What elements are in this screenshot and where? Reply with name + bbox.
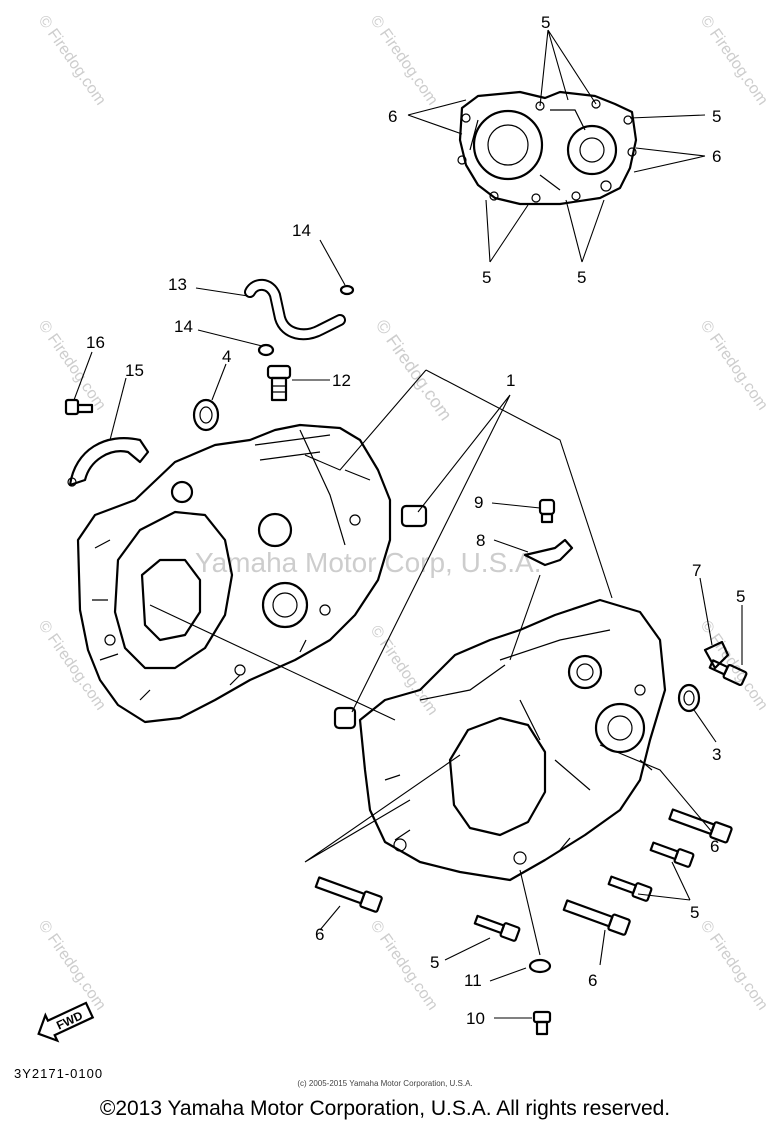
callout-12: 12 bbox=[332, 371, 351, 390]
hose-13 bbox=[244, 278, 346, 341]
fine-print-copyright: (c) 2005-2015 Yamaha Motor Corporation, … bbox=[297, 1079, 473, 1088]
oil-seal-4 bbox=[192, 398, 220, 432]
callout-6: 6 bbox=[588, 971, 597, 990]
callout-14: 14 bbox=[174, 317, 193, 336]
callout-5: 5 bbox=[430, 953, 439, 972]
callout-4: 4 bbox=[222, 347, 231, 366]
inset-leaders bbox=[407, 29, 706, 263]
watermark-site: © Firedog.com bbox=[697, 318, 770, 414]
copyright-notice: ©2013 Yamaha Motor Corporation, U.S.A. A… bbox=[99, 1097, 671, 1120]
leader-lines bbox=[73, 239, 743, 1019]
oil-seal-3 bbox=[677, 683, 701, 713]
fwd-arrow-icon: FWD bbox=[37, 1001, 95, 1043]
callout-14: 14 bbox=[292, 221, 311, 240]
watermark-site: © Firedog.com bbox=[35, 13, 109, 109]
callout-5: 5 bbox=[736, 587, 745, 606]
callout-labels: 5 6 5 6 5 5 14 13 14 16 15 4 12 1 9 8 7 … bbox=[86, 13, 745, 1028]
watermark-center: Yamaha Motor Corp, U.S.A. bbox=[195, 547, 542, 578]
watermark-site: © Firedog.com bbox=[35, 618, 109, 714]
callout-15: 15 bbox=[125, 361, 144, 380]
callout-9: 9 bbox=[474, 493, 483, 512]
callout-13: 13 bbox=[168, 275, 187, 294]
callout-5: 5 bbox=[712, 107, 721, 126]
breather-fitting-12 bbox=[266, 364, 292, 402]
watermark-site: © Firedog.com bbox=[367, 623, 441, 719]
callout-6: 6 bbox=[710, 837, 719, 856]
right-crankcase-half bbox=[358, 598, 667, 882]
left-crankcase-half bbox=[76, 423, 392, 724]
watermark-site: © Firedog.com bbox=[697, 918, 770, 1014]
screw-16 bbox=[64, 398, 94, 416]
screw-9 bbox=[538, 498, 556, 524]
callout-6: 6 bbox=[712, 147, 721, 166]
callout-3: 3 bbox=[712, 745, 721, 764]
watermark-site: © Firedog.com bbox=[372, 316, 456, 424]
callout-5: 5 bbox=[690, 903, 699, 922]
bolts bbox=[314, 659, 748, 942]
diagram-reference-code: 3Y2171-0100 bbox=[14, 1066, 104, 1081]
drain-plug-10 bbox=[532, 1010, 552, 1036]
callout-5: 5 bbox=[482, 268, 491, 287]
callout-16: 16 bbox=[86, 333, 105, 352]
clips-14 bbox=[257, 284, 355, 357]
callout-5: 5 bbox=[577, 268, 586, 287]
callout-1: 1 bbox=[506, 371, 515, 390]
watermark-site: © Firedog.com bbox=[367, 13, 441, 109]
bracket-8 bbox=[523, 538, 574, 567]
bracket-15 bbox=[67, 437, 150, 487]
callout-7: 7 bbox=[692, 561, 701, 580]
callout-8: 8 bbox=[476, 531, 485, 550]
inset-crankcase-top bbox=[457, 90, 638, 206]
callout-6: 6 bbox=[315, 925, 324, 944]
watermark-site: © Firedog.com bbox=[697, 13, 770, 109]
callout-6: 6 bbox=[388, 107, 397, 126]
callout-10: 10 bbox=[466, 1009, 485, 1028]
callout-11: 11 bbox=[464, 971, 482, 990]
gasket-11 bbox=[528, 958, 552, 974]
dowel-pins bbox=[333, 504, 428, 730]
callout-5: 5 bbox=[541, 13, 550, 32]
watermark-site: © Firedog.com bbox=[35, 918, 109, 1014]
